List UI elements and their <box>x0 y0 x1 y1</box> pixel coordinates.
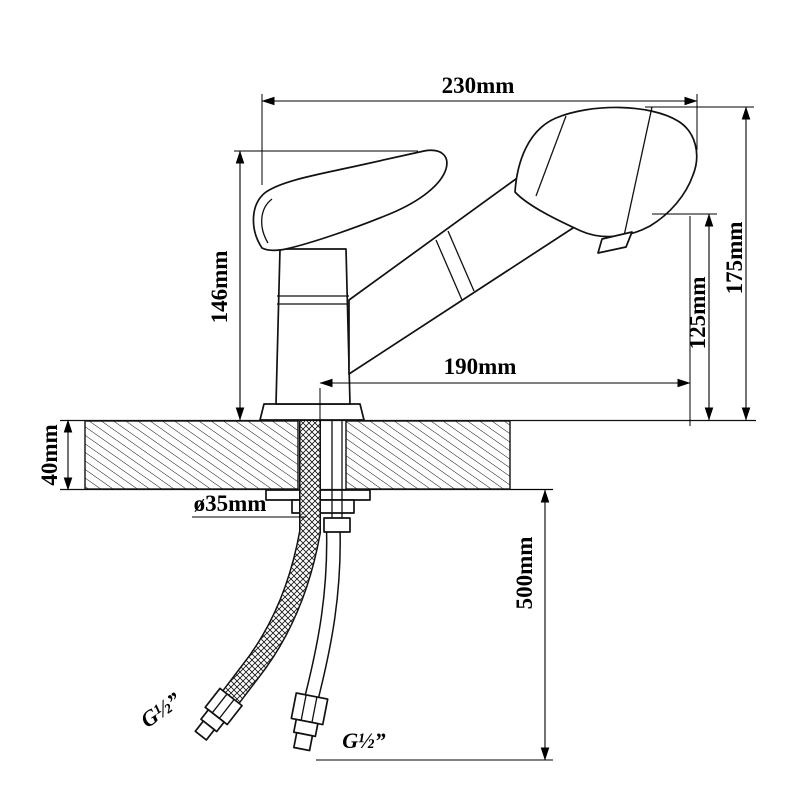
dim-total-height: 175mm <box>645 106 754 421</box>
lever-handle <box>252 149 448 252</box>
dim-handle-height-label: 146mm <box>207 251 232 324</box>
spray-head <box>514 106 698 238</box>
spray-nozzle <box>597 231 633 254</box>
under-counter-assembly <box>194 421 371 752</box>
dim-top-width-label: 230mm <box>442 73 515 98</box>
dim-hole-diameter-label: ø35mm <box>194 491 267 516</box>
counter-slab-left <box>84 420 299 490</box>
dim-total-height-label: 175mm <box>722 222 747 295</box>
thread-label-right: G½” <box>342 728 385 753</box>
dim-hole-diameter: ø35mm <box>192 491 306 518</box>
hose-fitting-left <box>194 687 243 741</box>
dim-deck-thickness: 40mm <box>37 419 73 491</box>
thread-label-left: G½” <box>136 687 186 732</box>
counter-slab-right <box>345 420 511 490</box>
arm-joint-line <box>447 230 475 292</box>
dimensions: 230mm 146mm 175mm 125mm 190mm <box>37 73 754 761</box>
handle-contour-line <box>261 198 273 244</box>
hose-fitting-right <box>290 692 329 752</box>
dim-hose-length-label: 500mm <box>512 537 537 610</box>
faucet-base <box>259 403 365 421</box>
dim-deck-thickness-label: 40mm <box>37 424 62 485</box>
arm-joint-line <box>435 239 463 301</box>
dim-reach-label: 190mm <box>444 354 517 379</box>
faucet-body-group <box>252 106 698 421</box>
braided-hose <box>222 421 321 704</box>
countertop-section <box>60 419 756 491</box>
dim-outlet-height-label: 125mm <box>685 277 710 350</box>
faucet-body <box>275 248 351 405</box>
dim-handle-height: 146mm <box>207 150 418 421</box>
spray-head-grip-line <box>535 115 567 197</box>
smooth-hose <box>304 519 341 698</box>
dim-reach: 190mm <box>319 216 691 426</box>
threaded-stud <box>323 421 351 533</box>
dim-hose-length: 500mm <box>316 489 553 761</box>
stud-nut <box>323 517 351 533</box>
dim-outlet-height: 125mm <box>652 213 717 421</box>
dim-top-width: 230mm <box>261 73 698 185</box>
spray-head-cap-line <box>623 106 653 237</box>
